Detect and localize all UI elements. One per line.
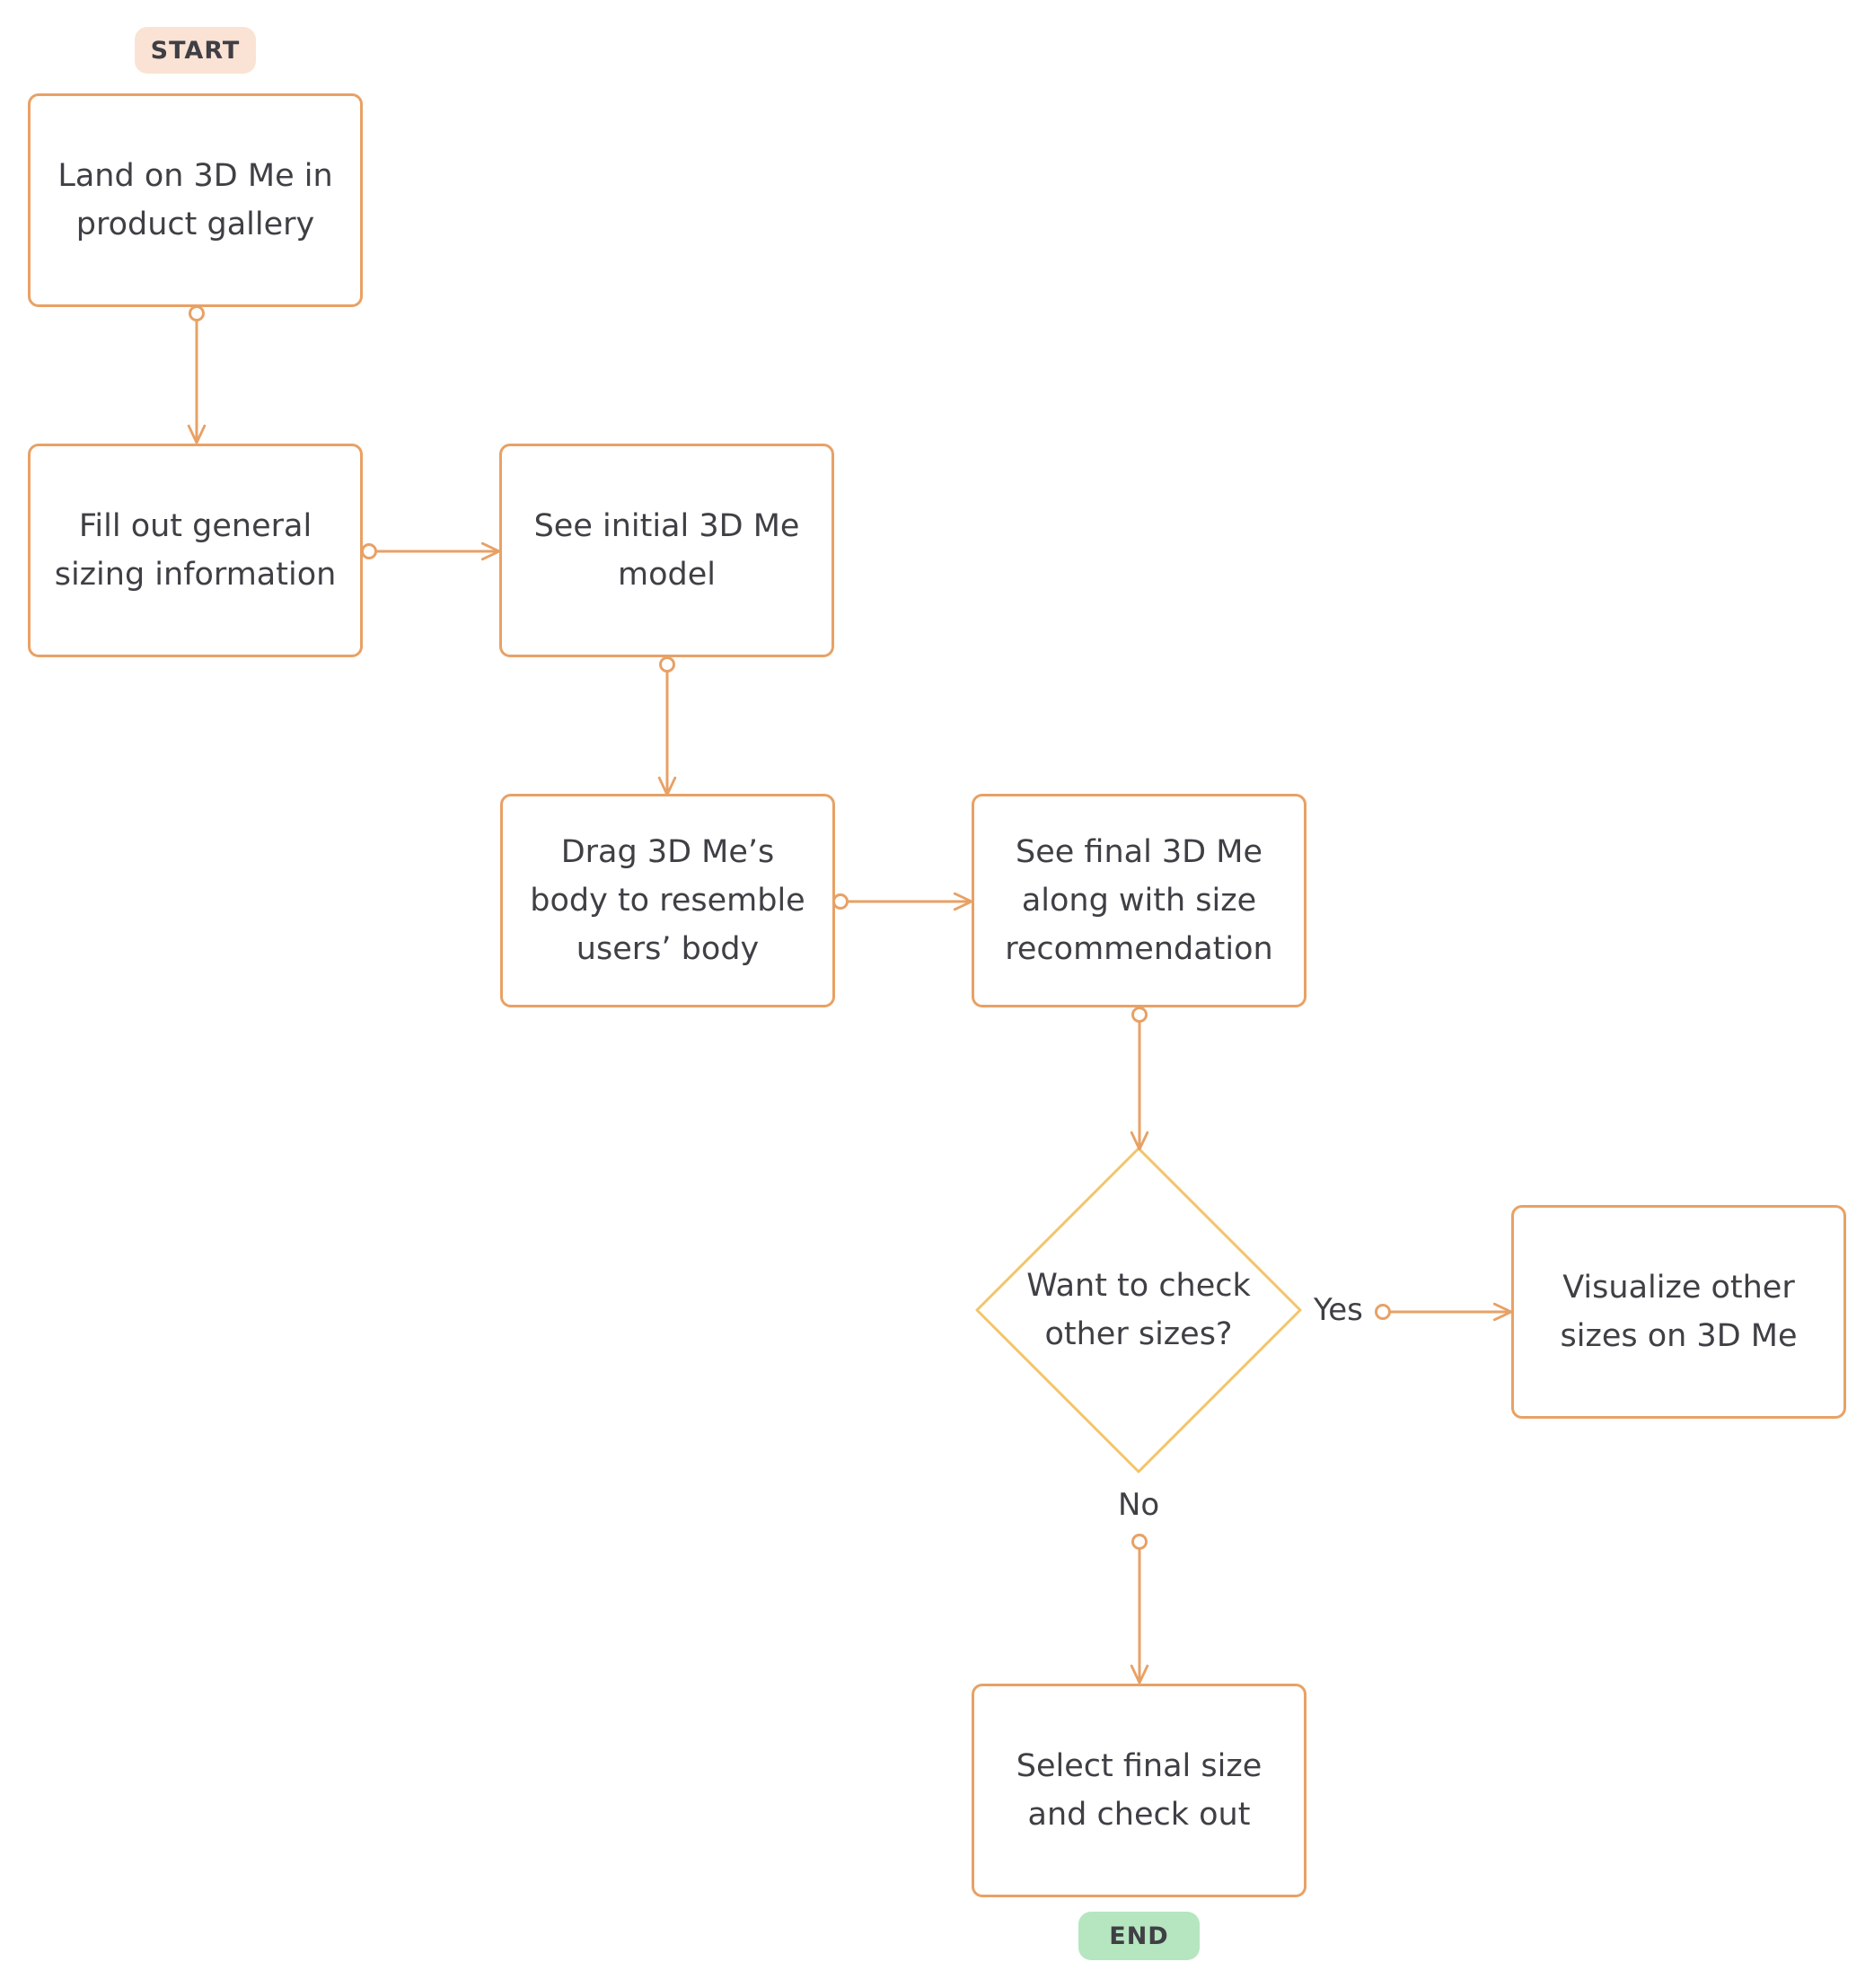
step-drag-label: Drag 3D Me’s body to resemble users’ bod…: [530, 834, 805, 967]
step-visualize-label: Visualize other sizes on 3D Me: [1560, 1270, 1798, 1354]
edge-initial-to-drag: [661, 656, 674, 796]
step-land-label: Land on 3D Me in product gallery: [57, 158, 333, 242]
step-select-and-checkout: Select final size and check out: [972, 1684, 1307, 1897]
step-visualize-other-sizes: Visualize other sizes on 3D Me: [1511, 1205, 1846, 1419]
no-edge-label: No: [1118, 1487, 1159, 1523]
no-label-text: No: [1118, 1487, 1160, 1523]
decision-diamond: [975, 1147, 1302, 1473]
step-select-label: Select final size and check out: [1016, 1748, 1263, 1833]
decision-question: Want to check other sizes?: [1013, 1238, 1264, 1382]
step-see-final-model: See final 3D Me along with size recommen…: [972, 794, 1307, 1007]
step-fill-label: Fill out general sizing information: [54, 508, 337, 593]
edge-final-to-decision: [1133, 1007, 1147, 1150]
step-see-initial-model: See initial 3D Me model: [499, 444, 834, 657]
end-badge: END: [1078, 1912, 1200, 1960]
yes-edge-label: Yes: [1314, 1292, 1363, 1328]
step-drag-body: Drag 3D Me’s body to resemble users’ bod…: [500, 794, 835, 1007]
step-fill-sizing-info: Fill out general sizing information: [28, 444, 363, 657]
step-land-on-3d-me: Land on 3D Me in product gallery: [28, 93, 363, 307]
edge-no-to-select: [1133, 1534, 1147, 1684]
start-badge: START: [135, 27, 256, 74]
edge-land-to-fill: [190, 305, 204, 444]
edge-yes-to-visualize: [1375, 1306, 1512, 1319]
edge-fill-to-initial: [361, 545, 500, 559]
decision-label: Want to check other sizes?: [1026, 1268, 1251, 1352]
yes-label-text: Yes: [1314, 1292, 1363, 1328]
start-label: START: [150, 36, 241, 65]
step-initial-label: See initial 3D Me model: [533, 508, 800, 593]
step-final-label: See final 3D Me along with size recommen…: [1005, 834, 1273, 967]
end-label: END: [1109, 1922, 1169, 1950]
edge-drag-to-final: [832, 895, 972, 909]
